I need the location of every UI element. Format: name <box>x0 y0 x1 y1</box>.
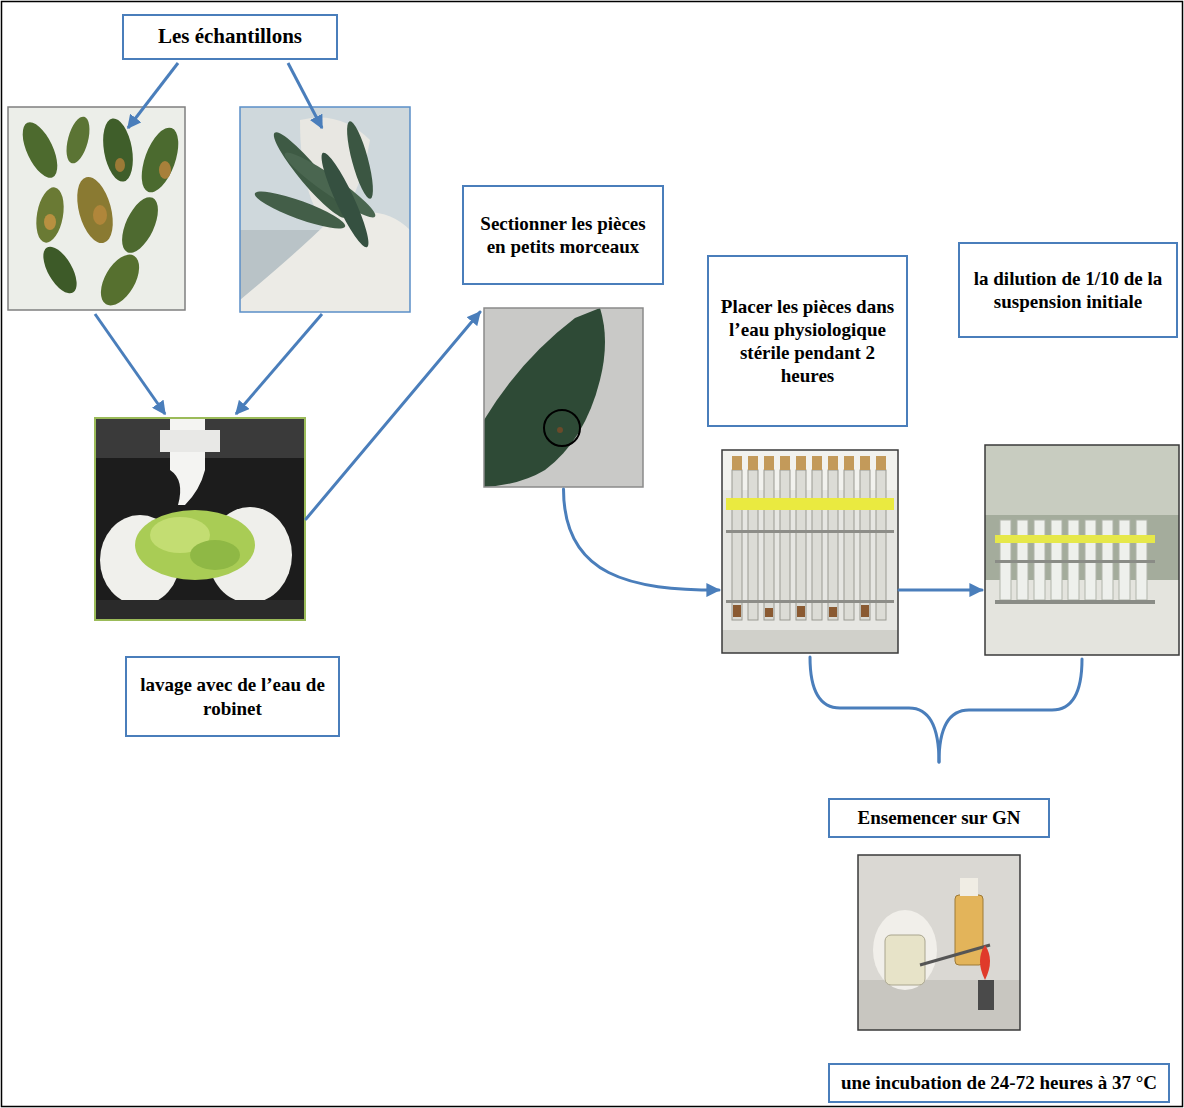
caption-box: Placer les pièces dans l’eau physiologiq… <box>707 255 908 427</box>
step-text: la dilution de 1/10 de la suspension ini… <box>968 267 1168 313</box>
process-step: la dilution de 1/10 de la suspension ini… <box>958 242 1180 655</box>
merge-bracket <box>939 659 1082 762</box>
leaves-photo <box>8 107 185 310</box>
photo-frame <box>8 107 185 310</box>
process-step: lavage avec de l’eau de robinet <box>95 418 340 740</box>
step-text: une incubation de 24-72 heures à 37 °C <box>841 1071 1157 1094</box>
flow-arrow <box>306 312 480 519</box>
tubes-photo <box>722 450 898 653</box>
caption-box: une incubation de 24-72 heures à 37 °C <box>828 1063 1170 1103</box>
flow-arrows <box>95 63 322 414</box>
photo-frame <box>240 107 410 312</box>
flow-arrow <box>899 589 982 592</box>
process-step: Ensemencer sur GN une incubation de 24-72… <box>828 798 1172 1100</box>
caption-box: lavage avec de l’eau de robinet <box>125 656 340 737</box>
step-text: Les échantillons <box>158 24 302 50</box>
dilution-photo <box>985 445 1179 655</box>
washing-photo <box>95 418 305 620</box>
process-step: Sectionner les pièces en petits morceaux <box>462 185 664 487</box>
merge-bracket <box>810 657 939 762</box>
caption-box: Sectionner les pièces en petits morceaux <box>462 185 664 285</box>
caption-box: Ensemencer sur GN <box>828 798 1050 838</box>
leaf-section-photo <box>484 308 643 487</box>
photo-frame <box>985 445 1179 655</box>
step-text: Placer les pièces dans l’eau physiologiq… <box>717 295 898 388</box>
step-text: Sectionner les pièces en petits morceaux <box>472 212 654 258</box>
hand-leaves-photo <box>240 107 410 312</box>
step-text: Ensemencer sur GN <box>858 806 1021 829</box>
photo-frame <box>722 450 898 653</box>
photo-frame <box>858 855 1020 1030</box>
photo-frame <box>484 308 643 487</box>
caption-box: la dilution de 1/10 de la suspension ini… <box>958 242 1178 338</box>
process-step: Les échantillons <box>122 14 338 64</box>
caption-box: Les échantillons <box>122 14 338 60</box>
photo-frame <box>95 418 305 620</box>
process-step: Placer les pièces dans l’eau physiologiq… <box>707 255 908 653</box>
step-text: lavage avec de l’eau de robinet <box>135 673 330 719</box>
flow-arrow <box>564 489 720 590</box>
inoculation-photo <box>858 855 1020 1030</box>
